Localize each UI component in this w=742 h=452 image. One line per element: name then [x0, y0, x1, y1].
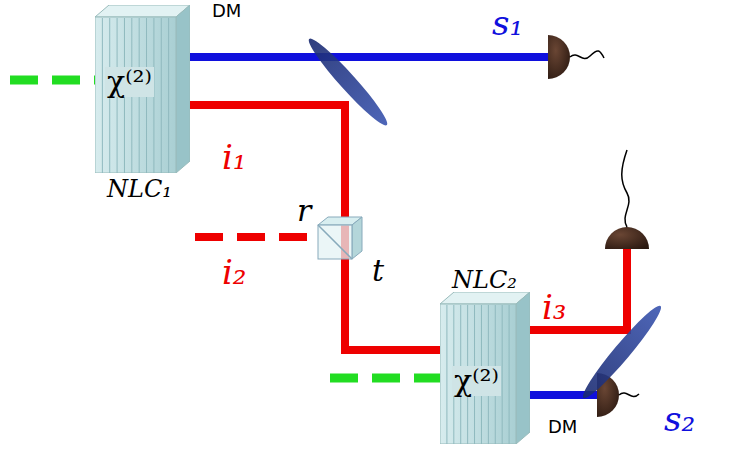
crystal-name: NLC₁	[107, 177, 172, 201]
pump-beam	[330, 374, 440, 383]
nonlinear-crystal: χ⁽²⁾NLC₁	[95, 5, 190, 173]
detector-wire	[570, 51, 604, 59]
pump-beam	[10, 76, 95, 85]
signal-beam	[190, 53, 550, 61]
beam-label: s₂	[664, 402, 695, 436]
mirror-label: DM	[212, 2, 241, 20]
nonlinearity-label: χ⁽²⁾	[105, 67, 154, 97]
crystal-name: NLC₂	[452, 268, 517, 292]
port-label: t	[372, 256, 384, 286]
detector-wire	[622, 150, 629, 227]
detector	[548, 35, 570, 79]
idler-beam	[190, 105, 440, 350]
beam-label: s₁	[492, 6, 523, 40]
mirror-label: DM	[548, 418, 577, 436]
beam-label: i₁	[222, 140, 247, 174]
idler-beam	[528, 248, 627, 330]
detector-wire	[619, 393, 639, 397]
idler-beam	[195, 233, 318, 241]
dichroic-mirror	[303, 34, 393, 131]
beam-label: i₂	[222, 255, 247, 289]
port-label: r	[297, 196, 311, 226]
nonlinearity-label: χ⁽²⁾	[452, 366, 501, 396]
beam-label: i₃	[542, 290, 567, 324]
detector	[605, 227, 649, 249]
dichroic-mirror	[577, 301, 666, 403]
nonlinear-crystal: χ⁽²⁾NLC₂	[440, 292, 530, 444]
beam-splitter	[318, 217, 362, 259]
